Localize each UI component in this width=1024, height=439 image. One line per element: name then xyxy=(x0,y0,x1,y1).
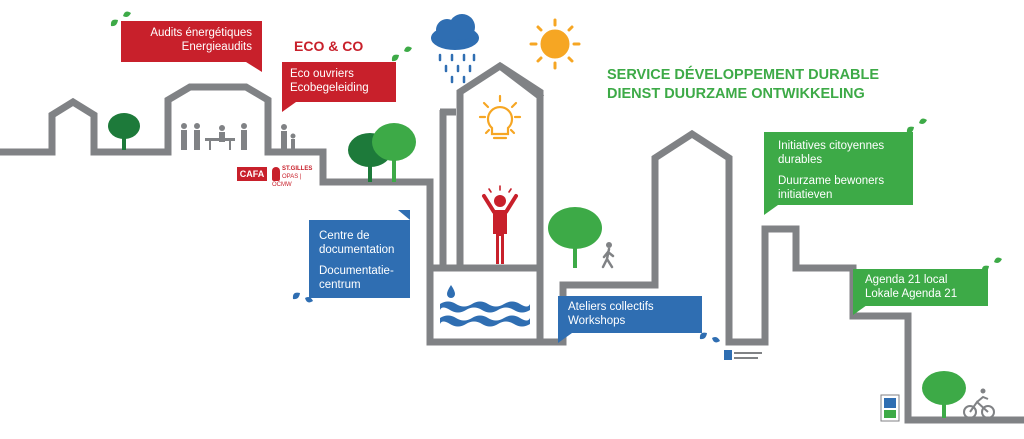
initiatives-nl-1: Duurzame bewoners xyxy=(778,175,885,187)
initiatives-nl-2: initiatieven xyxy=(778,189,833,201)
bubble-tail xyxy=(246,62,262,72)
audits-nl: Energieaudits xyxy=(181,41,252,53)
tree-icon xyxy=(548,207,602,268)
person-raised-arms-icon xyxy=(482,185,518,264)
audits-bubble: Audits énergétiques Energieaudits xyxy=(121,21,262,62)
rain-pipe xyxy=(439,108,456,265)
workshops-fr: Ateliers collectifs xyxy=(568,301,654,313)
people-icon xyxy=(181,123,296,150)
cafa-logo-text: CAFA xyxy=(239,169,265,179)
service-title: SERVICE DÉVELOPPEMENT DURABLE DIENST DUU… xyxy=(607,66,879,104)
tree-icon xyxy=(348,123,416,182)
tree-icon xyxy=(108,113,140,150)
cafa-logo: CAFA xyxy=(237,167,267,181)
cloud-rain-icon xyxy=(431,14,479,84)
bubble-tail xyxy=(398,210,410,220)
st-gilles-line-1: ST.GILLES xyxy=(282,166,313,172)
audits-fr: Audits énergétiques xyxy=(150,27,252,39)
documentation-nl-2: centrum xyxy=(319,279,361,291)
bubble-tail xyxy=(282,102,296,112)
lightbulb-icon xyxy=(478,94,522,140)
eco-and-co-title: ECO & CO xyxy=(294,38,364,54)
documentation-fr-1: Centre de xyxy=(319,230,370,242)
initiatives-bubble: Initiatives citoyennes durables Duurzame… xyxy=(764,132,913,205)
initiatives-fr-1: Initiatives citoyennes xyxy=(778,140,885,152)
tree-icon xyxy=(922,371,966,418)
agenda-fr: Agenda 21 local xyxy=(865,274,948,286)
workshops-nl: Workshops xyxy=(568,315,626,327)
bubble-tail xyxy=(764,205,778,215)
bubble-tail xyxy=(558,333,572,343)
tower-roof-line xyxy=(497,63,545,101)
leaf-icon xyxy=(292,292,720,343)
documentation-bubble: Centre de documentation Documentatie- ce… xyxy=(309,220,410,298)
cyclist-icon xyxy=(963,388,995,419)
agenda-bubble: Agenda 21 local Lokale Agenda 21 xyxy=(853,269,988,306)
st-gilles-logo: ST.GILLES OPAS | OCMW xyxy=(272,165,318,188)
workshops-bubble: Ateliers collectifs Workshops xyxy=(558,296,702,333)
service-title-nl: DIENST DUURZAME ONTWIKKELING xyxy=(607,86,865,102)
initiatives-fr-2: durables xyxy=(778,154,823,166)
documentation-fr-2: documentation xyxy=(319,244,395,256)
eco-nl: Ecobegeleiding xyxy=(290,82,369,94)
commune-logo-icon xyxy=(724,350,762,360)
eco-bubble: Eco ouvriers Ecobegeleiding xyxy=(282,62,396,102)
agenda-nl: Lokale Agenda 21 xyxy=(865,288,958,300)
sun-icon xyxy=(529,18,581,70)
water-icon xyxy=(440,285,530,327)
bubble-tail xyxy=(853,305,867,315)
eco-fr: Eco ouvriers xyxy=(290,68,354,80)
st-gilles-heart-icon xyxy=(272,167,280,181)
st-gilles-line-2: OPAS | OCMW xyxy=(272,174,302,188)
service-title-fr: SERVICE DÉVELOPPEMENT DURABLE xyxy=(607,67,880,83)
documentation-nl-1: Documentatie- xyxy=(319,265,394,277)
commune-seal-icon xyxy=(880,394,900,422)
walker-icon xyxy=(601,242,615,269)
water-basin-outline xyxy=(426,268,544,346)
